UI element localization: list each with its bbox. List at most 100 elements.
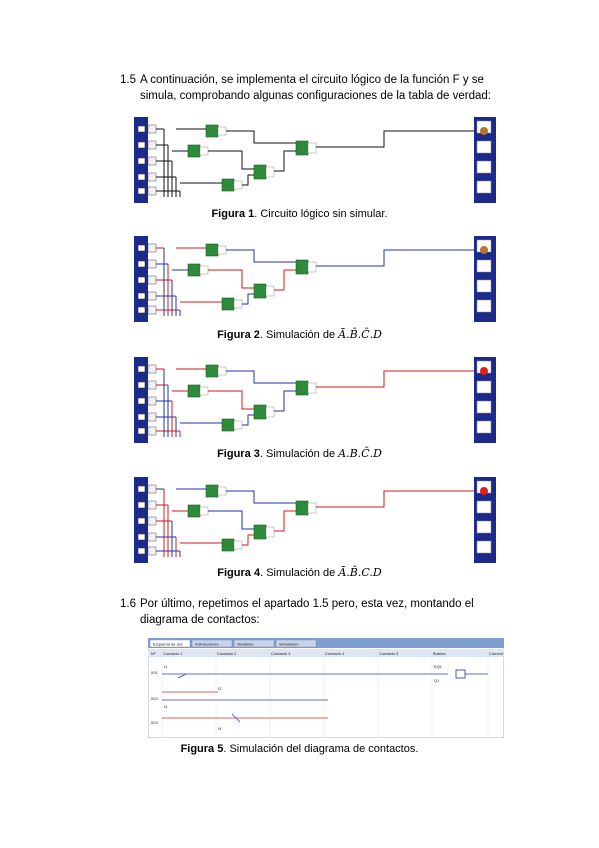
output-slot (476, 420, 492, 434)
output-slot (476, 500, 492, 514)
figure-5-caption: Figura 5. Simulación del diagrama de con… (0, 743, 599, 755)
interconnect-wire (274, 269, 296, 291)
logic-gate (253, 164, 267, 180)
gate-label-box (233, 299, 243, 309)
tab (149, 639, 191, 648)
gate-label-box (265, 285, 275, 297)
input-block (147, 364, 157, 374)
output-wire (316, 490, 474, 508)
input-switch (137, 517, 146, 525)
figure-label: Figura 5 (180, 743, 224, 755)
figure-text: . Simulación de (259, 329, 339, 341)
logic-gate (205, 124, 219, 138)
input-switch (137, 397, 146, 405)
output-lamp-icon (480, 367, 488, 375)
interconnect-wire (242, 174, 254, 186)
logic-gate (295, 380, 309, 396)
row-label: 003 (151, 720, 158, 725)
ladder-grid (161, 649, 489, 738)
gate-label-box (199, 146, 209, 156)
coil-icon (455, 669, 466, 679)
input-block (147, 275, 157, 285)
gate-label-box (265, 526, 275, 538)
input-switch (137, 292, 146, 300)
circuit-figure-2 (134, 236, 496, 322)
tab (275, 639, 317, 648)
input-switch (137, 125, 146, 133)
input-switch (137, 141, 146, 149)
gate-label-box (217, 366, 227, 376)
paragraph-1-6: 1.6 Por último, repetimos el apartado 1.… (120, 596, 520, 628)
output-lamp-icon (480, 487, 488, 495)
section-number: 1.5 (120, 74, 136, 86)
output-slot (476, 380, 492, 394)
output-slot (476, 259, 492, 273)
input-switch (137, 173, 146, 181)
interconnect-wire (242, 293, 254, 305)
input-switch (137, 413, 146, 421)
input-block (147, 500, 157, 510)
logic-gate (253, 404, 267, 420)
interconnect-wire (226, 490, 296, 504)
column-header: Contacto 4 (325, 651, 345, 656)
logic-gate (221, 418, 235, 432)
output-slot (476, 400, 492, 414)
figure-math: Ā.B̄.C̄.D (338, 328, 382, 341)
section-number: 1.6 (120, 598, 136, 610)
gate-label-box (307, 142, 317, 154)
interconnect-wire (226, 130, 296, 144)
gate-label-box (307, 382, 317, 394)
logic-gate (187, 263, 201, 277)
input-switch (137, 157, 146, 165)
ladder-titlebar (148, 638, 504, 648)
interconnect-wire (242, 414, 254, 426)
tab-label: Simulación (279, 642, 299, 647)
logic-gate (205, 243, 219, 257)
circuit-figure-4 (134, 477, 496, 563)
interconnect-wire (274, 390, 296, 412)
input-block (147, 484, 157, 494)
gate-label-box (265, 166, 275, 178)
gate-label-box (217, 126, 227, 136)
interconnect-wire (242, 534, 254, 546)
logic-gate (221, 178, 235, 192)
tab (191, 639, 233, 648)
input-switch (137, 381, 146, 389)
input-block (147, 532, 157, 542)
logic-gate (221, 297, 235, 311)
input-switch (137, 244, 146, 252)
interconnect-wire (226, 249, 296, 263)
figure-text: . Circuito lógico sin simular. (254, 208, 388, 220)
output-wire (316, 249, 474, 267)
column-header: Contacto 5 (379, 651, 399, 656)
circuit-canvas (148, 236, 474, 322)
input-switch (137, 485, 146, 493)
output-label: Q1 (434, 678, 440, 683)
tab (233, 639, 275, 648)
figure-text: . Simulación del diagrama de contactos. (223, 743, 419, 755)
gate-label-box (307, 502, 317, 514)
logic-gate (295, 259, 309, 275)
input-block (147, 156, 157, 166)
circuit-canvas (148, 477, 474, 563)
input-block (147, 243, 157, 253)
output-wire (316, 130, 474, 148)
logic-gate (253, 524, 267, 540)
gate-label-box (233, 180, 243, 190)
interconnect-wire (274, 150, 296, 172)
row-label: 001 (151, 670, 158, 675)
output-slot (476, 279, 492, 293)
output-slot (476, 540, 492, 554)
figure-math: Ā.B̄.C.D (338, 566, 382, 579)
input-block (147, 546, 157, 556)
input-block (147, 259, 157, 269)
logic-gate (187, 504, 201, 518)
interconnect-wire (208, 510, 254, 530)
input-block (147, 396, 157, 406)
logic-gate (295, 140, 309, 156)
gate-label-box (307, 261, 317, 273)
column-header: Contacto 3 (271, 651, 291, 656)
interconnect-wire (208, 390, 254, 410)
